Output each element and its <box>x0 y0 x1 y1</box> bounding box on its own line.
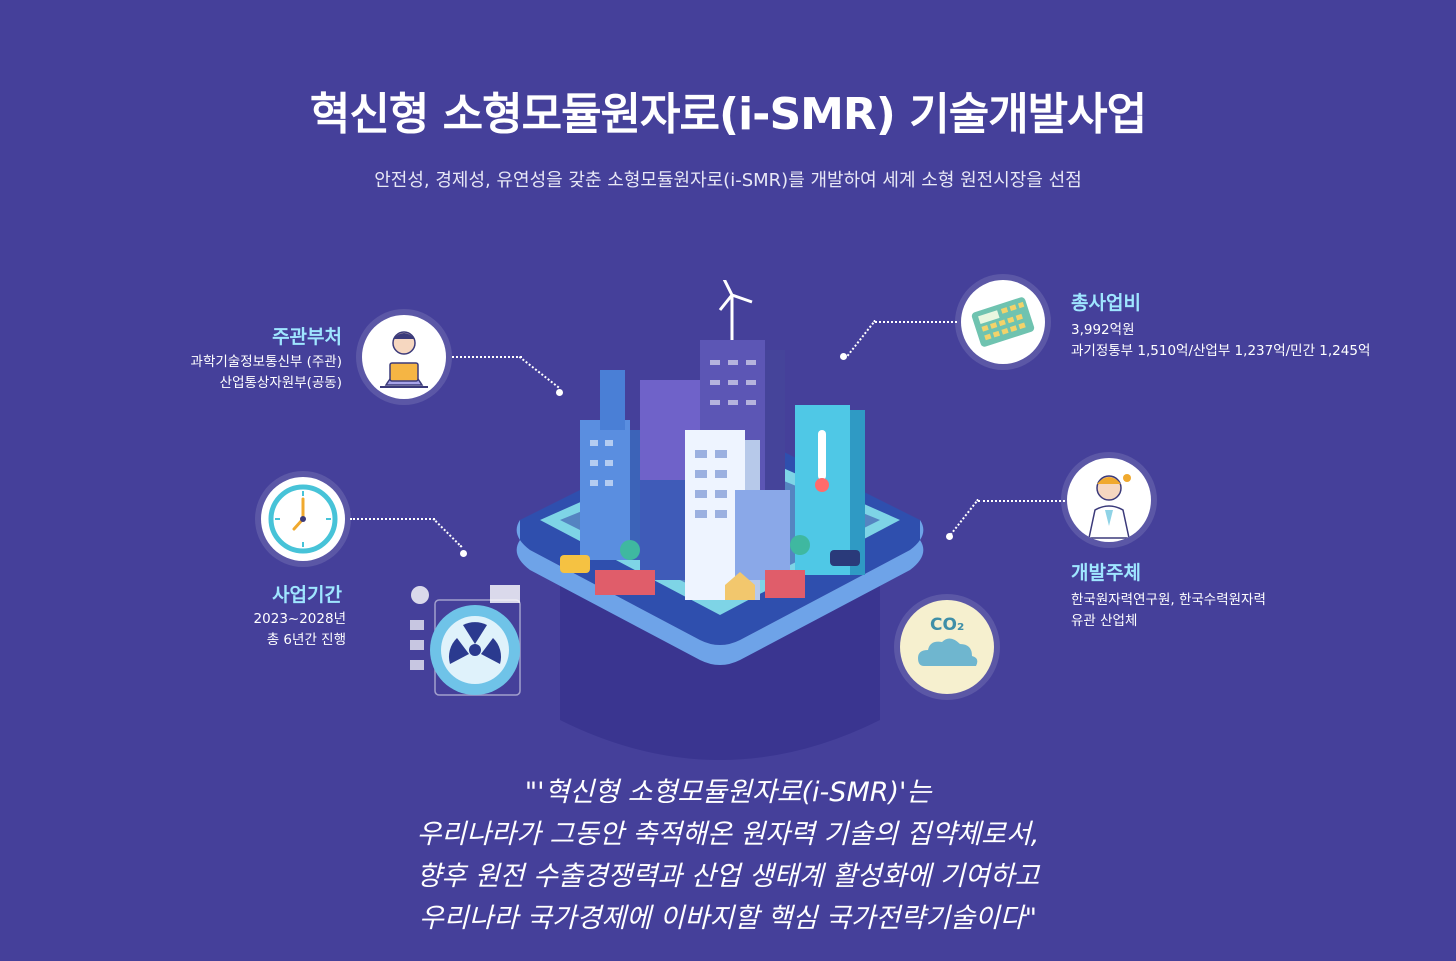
developer-label: 개발주체 <box>1071 562 1141 584</box>
co2-text: CO₂ <box>930 615 964 635</box>
connector-line <box>949 498 979 536</box>
budget-label: 총사업비 <box>1071 292 1141 314</box>
period-desc: 2023~2028년 총 6년간 진행 <box>253 611 346 648</box>
connector-line <box>350 518 435 520</box>
person-laptop-icon <box>362 315 446 399</box>
co2-cloud-icon: CO₂ <box>900 600 994 694</box>
smart-city-illustration <box>500 274 940 774</box>
connector-dot <box>946 533 953 540</box>
page-subtitle: 안전성, 경제성, 유연성을 갖춘 소형모듈원자로(i-SMR)를 개발하여 세… <box>374 170 1082 191</box>
calculator-icon <box>961 280 1045 364</box>
budget-desc: 3,992억원 과기정통부 1,510억/산업부 1,237억/민간 1,245… <box>1071 322 1371 359</box>
ministry-desc: 과학기술정보통신부 (주관) 산업통상자원부(공동) <box>190 354 342 391</box>
connector-dot <box>460 550 467 557</box>
clock-icon <box>261 477 345 561</box>
connector-dot <box>556 389 563 396</box>
nuclear-reactor-icon <box>405 580 530 704</box>
scientist-icon <box>1067 458 1151 542</box>
connector-line <box>978 500 1065 502</box>
closing-quote: "'혁신형 소형모듈원자로(i-SMR)'는 우리나라가 그동안 축적해온 원자… <box>416 777 1040 934</box>
connector-dot <box>840 353 847 360</box>
developer-desc: 한국원자력연구원, 한국수력원자력 유관 산업체 <box>1071 592 1266 629</box>
connector-line <box>432 518 463 548</box>
connector-line <box>875 321 957 323</box>
ministry-label: 주관부처 <box>272 326 342 348</box>
page-title: 혁신형 소형모듈원자로(i-SMR) 기술개발사업 <box>309 89 1147 140</box>
connector-line <box>452 356 522 358</box>
period-label: 사업기간 <box>272 584 342 606</box>
